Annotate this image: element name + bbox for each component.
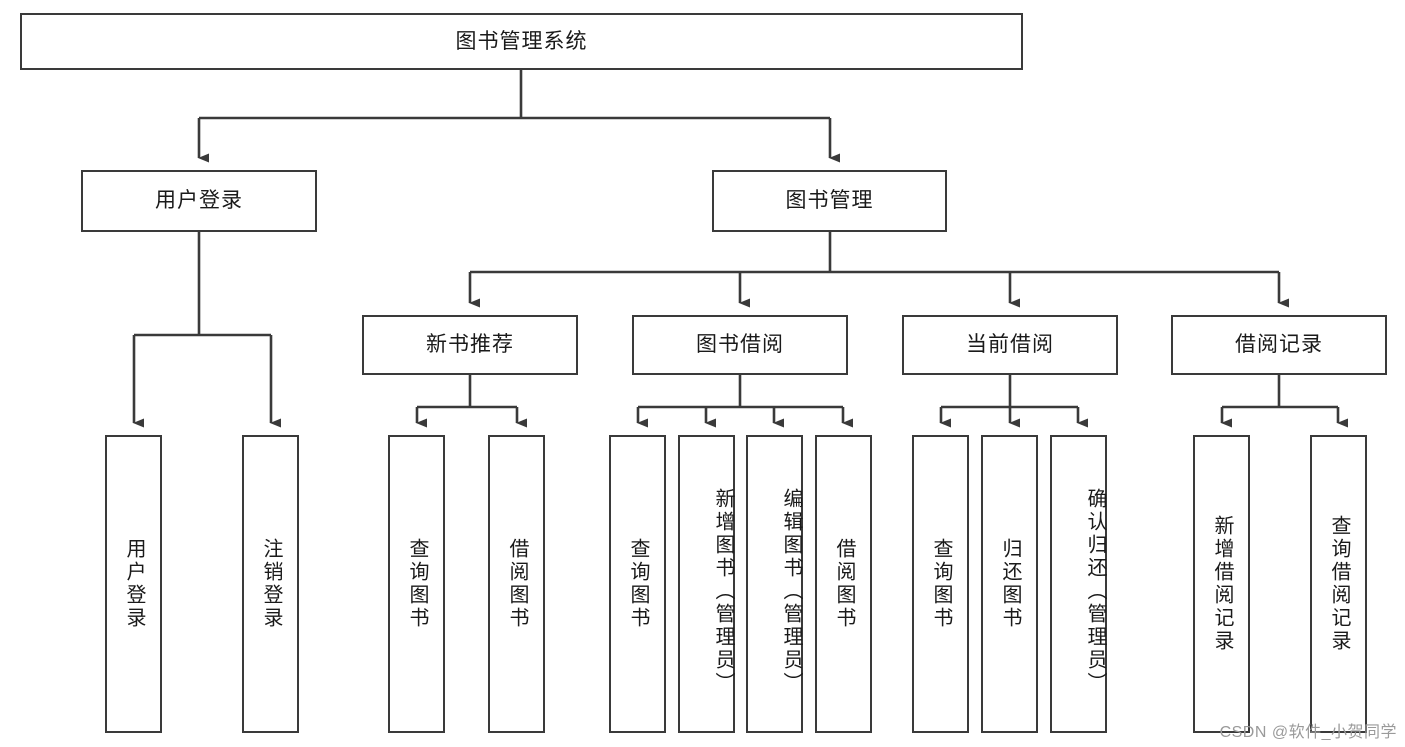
node-leaf-query-book-1[interactable]: 查询图书 xyxy=(388,435,445,733)
node-label: 查询图书 xyxy=(406,538,428,630)
node-label: 借阅图书 xyxy=(833,538,855,630)
node-label: 图书管理系统 xyxy=(455,29,588,53)
node-leaf-confirm-return[interactable]: 确认归还（管理员） xyxy=(1050,435,1107,733)
node-label: 图书管理 xyxy=(785,189,874,213)
node-label: 借阅记录 xyxy=(1235,333,1323,357)
node-leaf-add-borrow-record[interactable]: 新增借阅记录 xyxy=(1193,435,1250,733)
node-label: 用户登录 xyxy=(123,538,145,630)
node-label: 归还图书 xyxy=(999,538,1021,630)
node-label: 借阅图书 xyxy=(506,538,528,630)
node-label: 用户登录 xyxy=(155,189,243,213)
node-book-borrow[interactable]: 图书借阅 xyxy=(632,315,848,375)
node-label: 查询借阅记录 xyxy=(1328,515,1350,653)
node-book-management-system[interactable]: 图书管理系统 xyxy=(20,13,1023,70)
node-label: 编辑图书（管理员） xyxy=(780,487,802,695)
node-leaf-edit-book[interactable]: 编辑图书（管理员） xyxy=(746,435,803,733)
node-leaf-user-login[interactable]: 用户登录 xyxy=(105,435,162,733)
node-label: 新增借阅记录 xyxy=(1211,515,1233,653)
node-label: 当前借阅 xyxy=(966,333,1054,357)
node-label: 新书推荐 xyxy=(426,333,514,357)
node-label: 查询图书 xyxy=(930,538,952,630)
node-leaf-add-book[interactable]: 新增图书（管理员） xyxy=(678,435,735,733)
node-label: 确认归还（管理员） xyxy=(1084,487,1106,695)
node-label: 注销登录 xyxy=(260,538,282,630)
node-new-book-recommend[interactable]: 新书推荐 xyxy=(362,315,578,375)
node-leaf-query-book-3[interactable]: 查询图书 xyxy=(912,435,969,733)
node-user-login[interactable]: 用户登录 xyxy=(81,170,317,232)
node-leaf-query-book-2[interactable]: 查询图书 xyxy=(609,435,666,733)
node-book-management[interactable]: 图书管理 xyxy=(712,170,947,232)
node-current-borrow[interactable]: 当前借阅 xyxy=(902,315,1118,375)
node-leaf-query-borrow-record[interactable]: 查询借阅记录 xyxy=(1310,435,1367,733)
node-borrow-record[interactable]: 借阅记录 xyxy=(1171,315,1387,375)
node-label: 新增图书（管理员） xyxy=(712,487,734,695)
node-leaf-logout-login[interactable]: 注销登录 xyxy=(242,435,299,733)
csdn-watermark: CSDN @软件_小贺同学 xyxy=(1219,724,1397,741)
node-leaf-return-book[interactable]: 归还图书 xyxy=(981,435,1038,733)
node-leaf-borrow-book-2[interactable]: 借阅图书 xyxy=(815,435,872,733)
node-leaf-borrow-book-1[interactable]: 借阅图书 xyxy=(488,435,545,733)
node-label: 查询图书 xyxy=(627,538,649,630)
node-label: 图书借阅 xyxy=(696,333,784,357)
